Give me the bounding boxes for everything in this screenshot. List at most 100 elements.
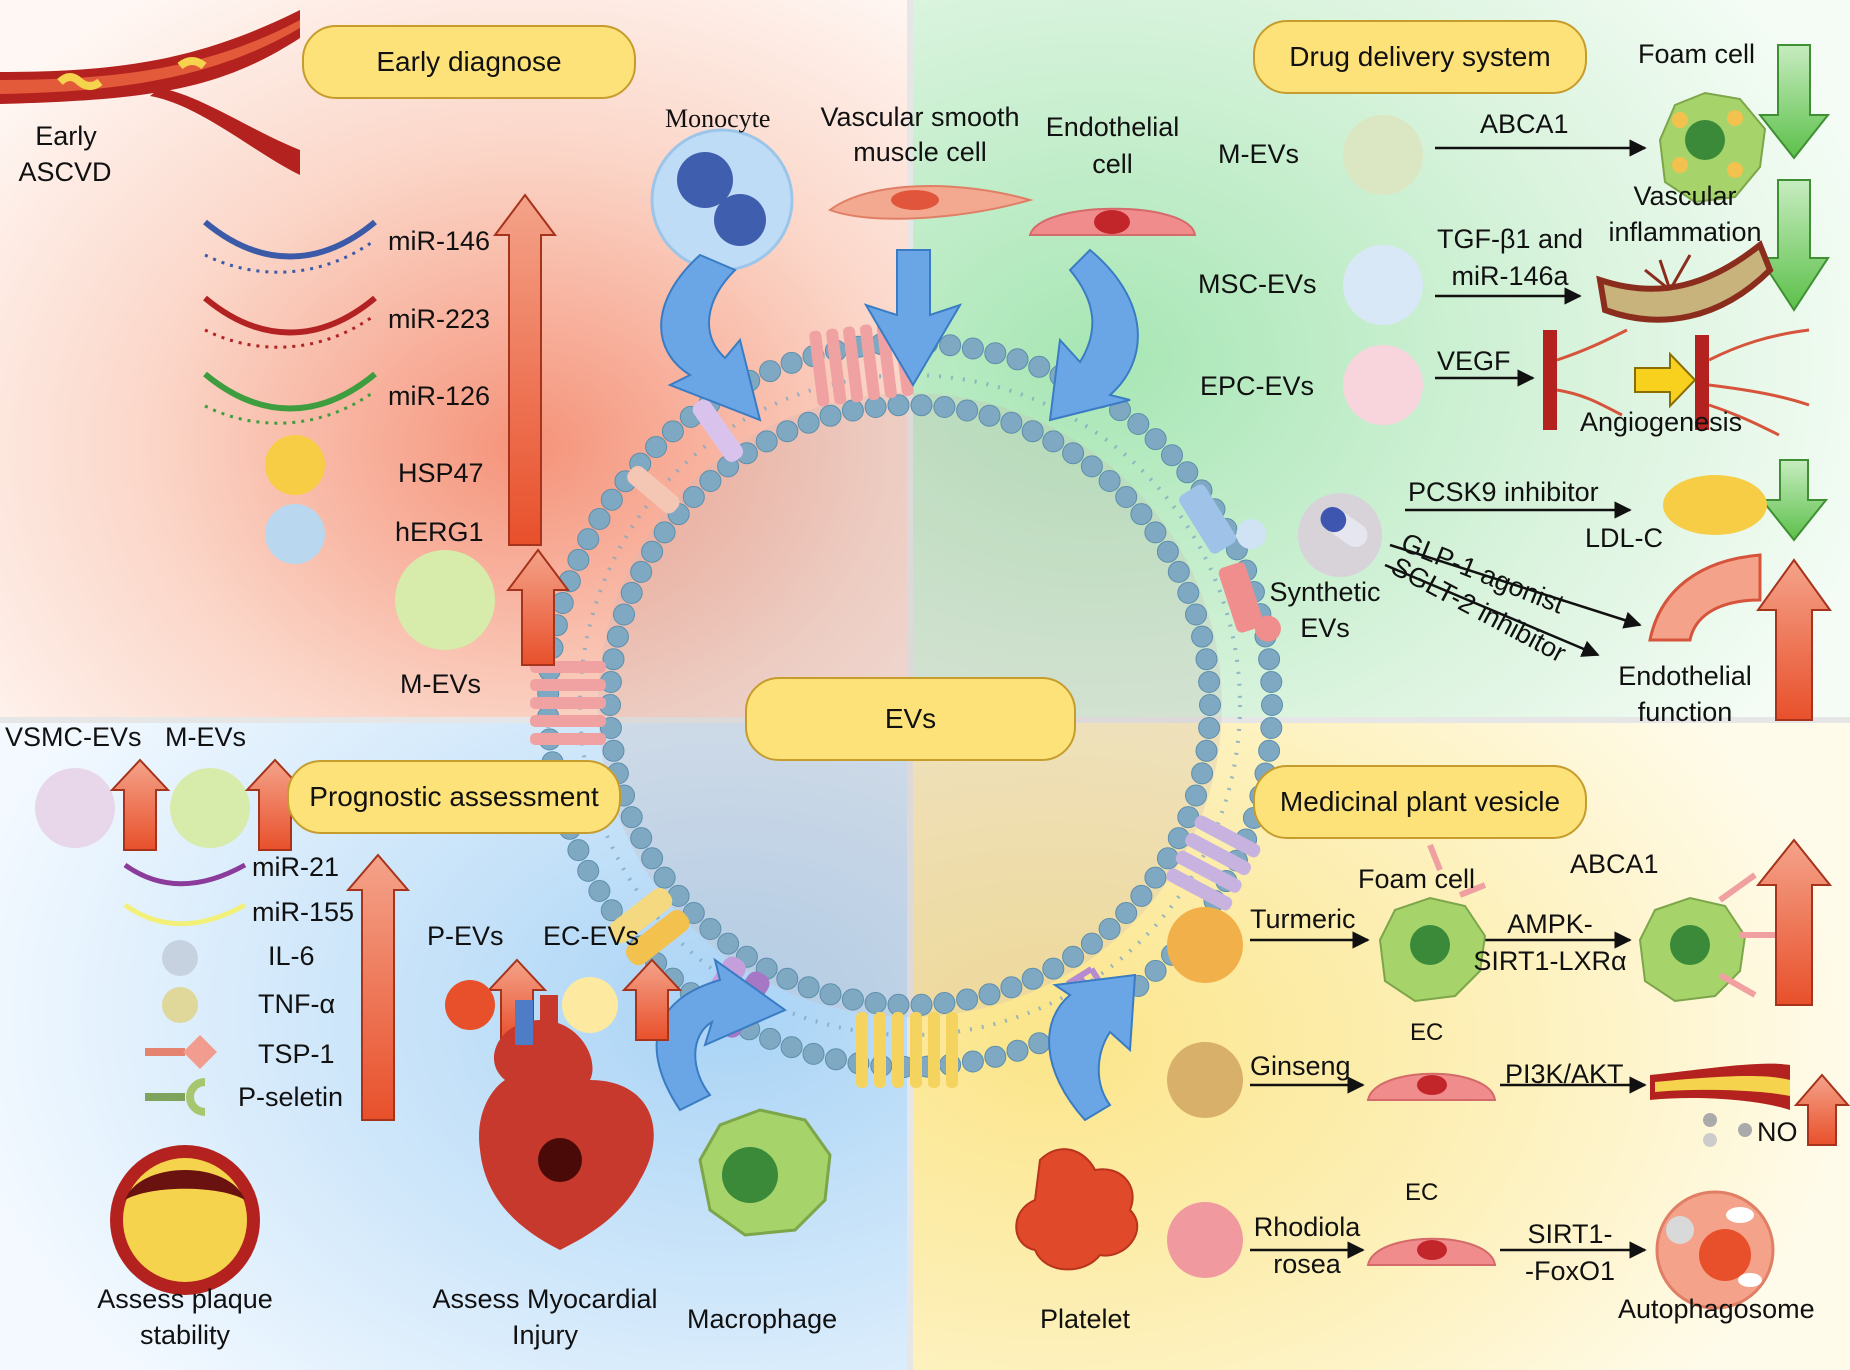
lipid-head [978,404,1001,427]
lipid-head [819,404,842,427]
lipid-head [1198,717,1221,739]
lipid-head [641,540,664,563]
lipid-head [1144,428,1167,451]
synthetic-evs-capsule [1298,493,1382,577]
platelet-label: Platelet [1040,1304,1131,1334]
autophagosome-illustration [1655,1190,1775,1310]
lipid-head [841,988,864,1011]
inflamed-vessel [1596,240,1774,323]
lipid-head [776,420,799,443]
marker-p-seletin: P-seletin [238,1082,344,1112]
lipid-head [641,847,664,870]
ginseng-ec-label: EC [1410,1019,1444,1046]
m-evs-vesicle-bl [170,768,250,848]
msc-evs-vesicle [1343,245,1423,325]
lipid-head [1115,902,1138,924]
heart-illustration [479,995,654,1250]
myocardial-label-line1: Assess Myocardial [432,1284,658,1314]
lipid-head [653,866,676,889]
lipid-head [910,394,933,417]
connector-arrows-tr [1384,139,1647,657]
lipid-head [1199,694,1221,716]
lipid-head [961,1050,984,1073]
endothelial-function-line1: Endothelial [1618,661,1752,691]
marker-m-evs: M-EVs [400,669,481,699]
endothelial-label-line1: Endothelial [1045,112,1180,142]
lipid-head [824,1048,847,1071]
lipid-head [802,1042,825,1065]
lipid-head [819,983,842,1006]
endothelial-function-line2: function [1637,697,1733,727]
ampk-line2: SIRT1-LXRα [1473,946,1627,976]
artery-illustration [0,10,300,175]
early-diagnose-label: Early diagnose [302,25,636,99]
lipid-head [1191,625,1214,648]
up-arrow-endothelial [1756,558,1832,721]
ampk-line1: AMPK- [1507,909,1593,939]
lipid-head [602,648,625,671]
lipid-head [1195,648,1218,671]
epc-evs-vesicle [1343,345,1423,425]
marker-herg1: hERG1 [395,517,484,547]
lipid-head [1115,486,1138,508]
lipid-head [1130,884,1153,907]
ldl-particles [1663,475,1767,535]
lipid-head [759,360,782,383]
lipid-head [645,436,668,458]
vsmc-evs-vesicle [35,768,115,848]
lipid-head [1006,1039,1029,1062]
lipid-head [1261,694,1283,716]
lipid-head [1028,355,1051,378]
lipid-head [1176,461,1199,484]
lipid-head [1156,540,1179,563]
blue-arrows-in [655,248,1139,1122]
p-evs-label: P-EVs [427,921,504,951]
lipid-head [956,988,979,1011]
marker-mir-223: miR-223 [388,304,491,334]
plaque-label-line1: Assess plaque [97,1284,273,1314]
vsmc-label-line2: muscle cell [853,137,987,167]
marker-tsp-1: TSP-1 [258,1039,335,1069]
lipid-head [1127,413,1150,435]
tr-abca1-label: ABCA1 [1480,109,1569,139]
lipid-head [1080,455,1103,478]
prognostic-assessment-label: Prognostic assessment [287,760,621,834]
lipid-head [1260,717,1283,739]
lipid-head [1195,739,1218,762]
tr-epc-evs-label: EPC-EVs [1200,371,1315,401]
lipid-head [1185,603,1207,626]
lipid-head [1080,932,1103,955]
pcsk9-label: PCSK9 inhibitor [1408,477,1599,507]
lipid-head [1144,959,1167,982]
lipid-head [1198,671,1221,693]
macrophage-cell [698,1108,832,1237]
rhodiola-line1: Rhodiola [1253,1212,1361,1242]
synthetic-evs-line2: EVs [1300,613,1350,643]
no-label: NO [1757,1117,1798,1147]
early-ascvd-line1: Early [35,121,97,151]
up-arrow-large [493,193,557,546]
lipid-head [1144,521,1167,544]
lipid-head [606,625,629,648]
lipid-head [588,508,611,530]
lipid-head [1000,411,1023,434]
lipid-head [939,334,962,357]
up-arrows-bl [109,758,683,1121]
lipid-head [1144,866,1167,889]
marker-tnf-a: TNF-α [258,989,336,1019]
vessel-no-release [1650,1063,1790,1147]
ginseng-vesicle [1167,1042,1243,1118]
lipid-head [797,976,820,999]
lipid-head [588,880,611,902]
lipid-head [717,932,740,955]
bl-m-evs-label: M-EVs [165,722,246,752]
p-evs-vesicle [445,980,495,1030]
lipid-head [1258,648,1281,671]
lipid-head [551,592,574,614]
br-foam-cell-label: Foam cell [1358,864,1476,894]
marker-hsp47: HSP47 [398,458,484,488]
plaque-cross-section [110,1145,260,1295]
rhodiola-vesicle [1167,1202,1243,1278]
lipid-head [1062,442,1085,465]
monocyte-cell [650,128,794,272]
